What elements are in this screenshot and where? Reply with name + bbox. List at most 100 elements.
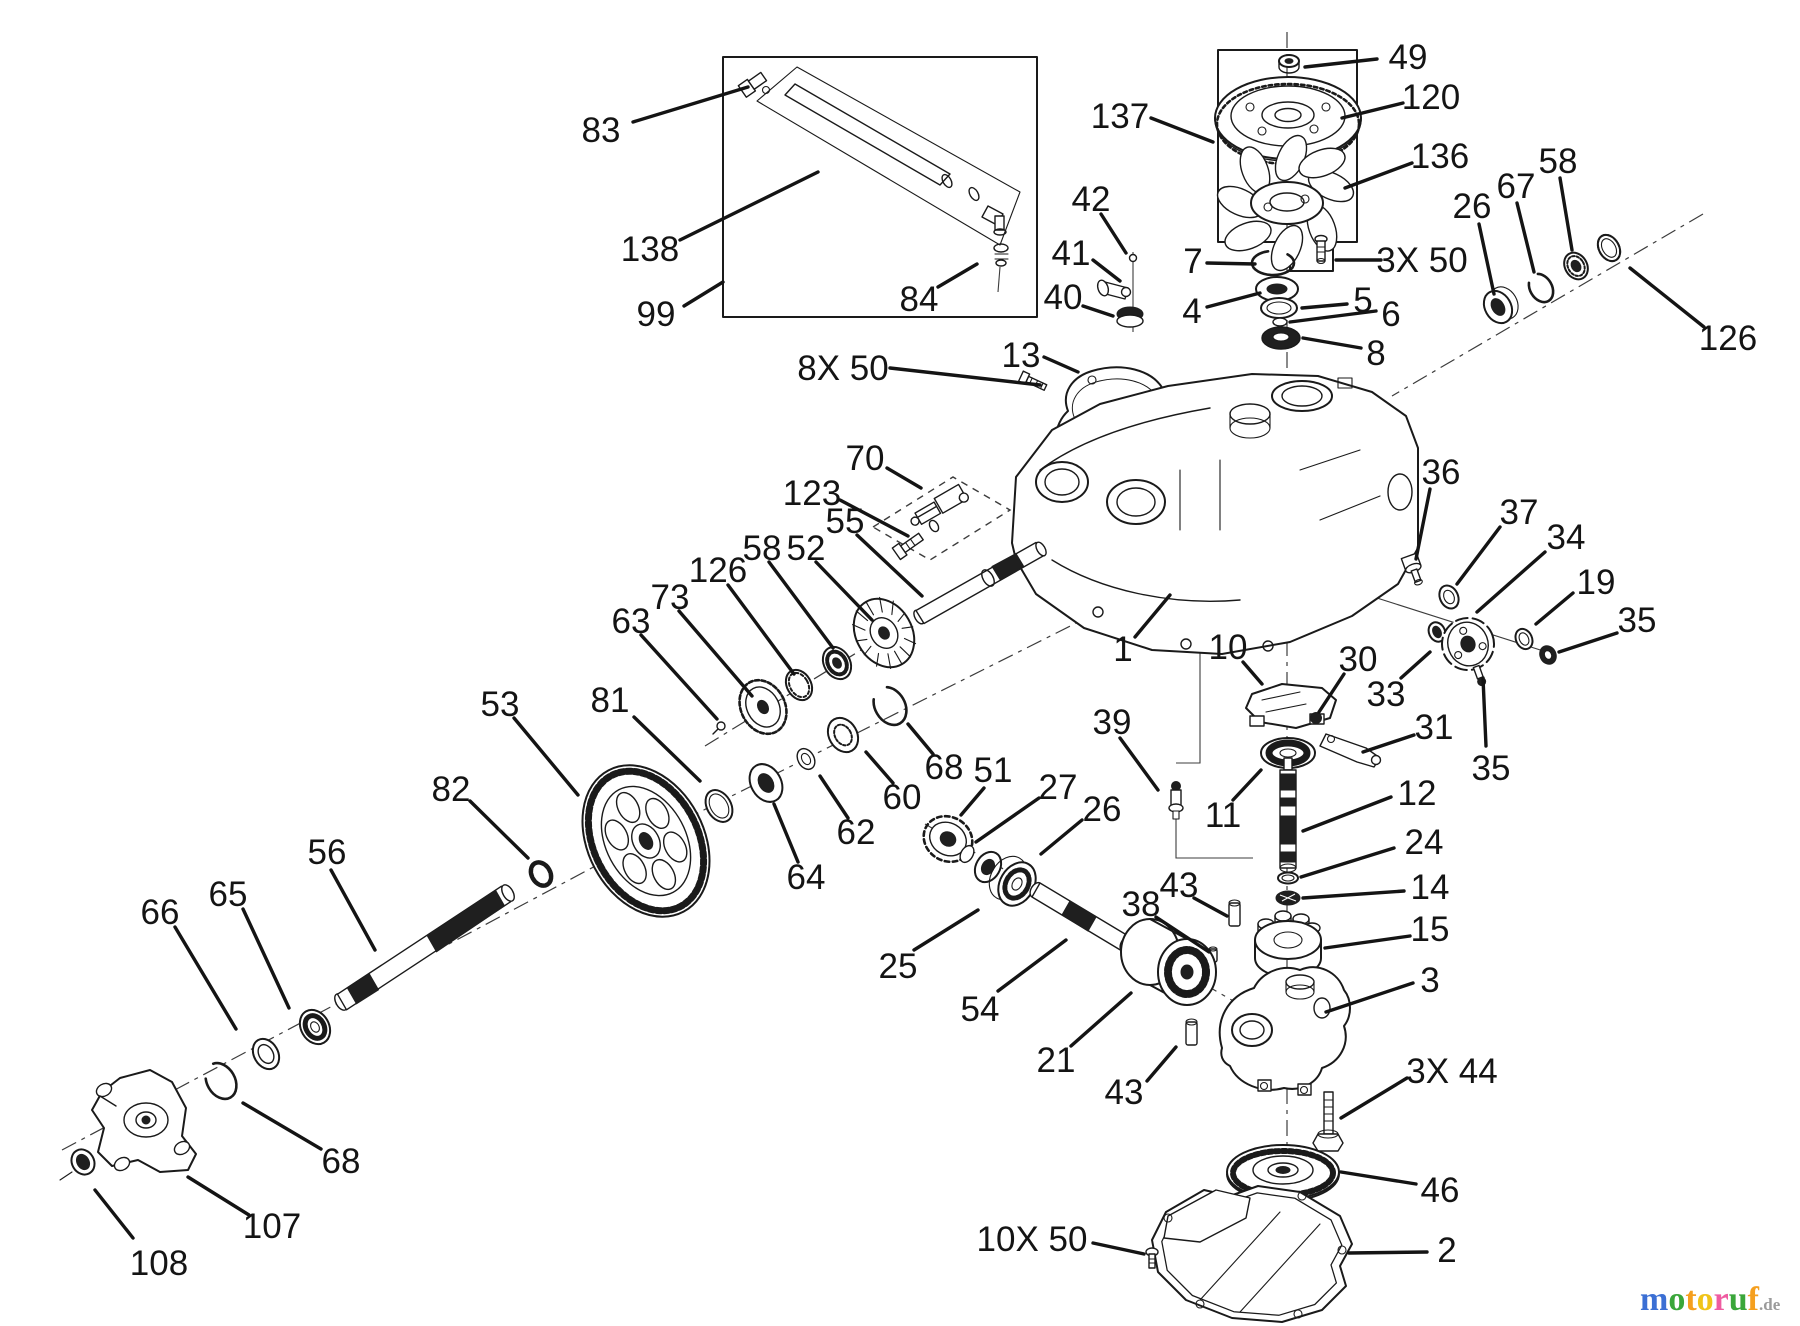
callout-55: 55 (825, 502, 865, 541)
nut-108 (59, 1148, 96, 1181)
callout-52: 52 (786, 529, 826, 568)
callout-73: 73 (650, 578, 690, 617)
leader-36 (1414, 487, 1432, 561)
leader-25 (912, 908, 980, 952)
callout-46: 46 (1420, 1171, 1460, 1210)
leader-56 (329, 868, 377, 952)
callout-60: 60 (882, 778, 922, 817)
watermark-suffix: .de (1759, 1295, 1781, 1314)
pan-2 (1151, 1185, 1353, 1323)
fitting-83 (737, 71, 771, 98)
pin-43-lower (1185, 1018, 1198, 1046)
leader-65 (241, 907, 291, 1010)
callout-13: 13 (1001, 336, 1041, 375)
leader-35 (1557, 631, 1619, 654)
callout-65: 65 (208, 875, 248, 914)
leader-30 (1317, 672, 1346, 714)
leader-12 (1301, 795, 1393, 833)
callout-41: 41 (1051, 234, 1091, 273)
leader-58 (1558, 176, 1574, 252)
bolt-3x44 (1312, 1091, 1344, 1152)
snap-ring-67 (1527, 272, 1555, 304)
leader-42 (1099, 212, 1128, 255)
bearing-26-input (1482, 286, 1519, 325)
leader-68 (241, 1101, 323, 1151)
callout-84: 84 (899, 280, 939, 319)
leader-67 (1515, 201, 1536, 274)
callout-70: 70 (845, 439, 885, 478)
callout-31: 31 (1414, 708, 1454, 747)
washer-6 (1272, 317, 1288, 327)
callout-8X-50: 8X 50 (797, 349, 889, 388)
fitting-39 (1168, 781, 1184, 820)
callout-25: 25 (878, 947, 918, 986)
leader-43 (1145, 1045, 1178, 1083)
callout-53: 53 (480, 685, 520, 724)
callout-108: 108 (129, 1244, 189, 1283)
elbow-84 (981, 205, 1009, 293)
leader-13 (1042, 355, 1080, 374)
leader-66 (173, 925, 238, 1031)
leader-24 (1299, 846, 1396, 879)
washer-65 (251, 1037, 281, 1071)
callout-3X-50: 3X 50 (1376, 241, 1468, 280)
leader-10X-50 (1091, 1241, 1146, 1256)
callout-36: 36 (1421, 453, 1461, 492)
leader-73 (677, 609, 754, 698)
bearing-8 (1261, 326, 1301, 350)
watermark-letter: u (1728, 1281, 1748, 1318)
shaft-55 (913, 541, 1047, 625)
snap-ring-68-mid (872, 685, 908, 727)
screw-10x50 (1145, 1247, 1159, 1269)
center-section-3 (1218, 966, 1351, 1096)
ring-82 (528, 860, 554, 888)
callout-7: 7 (1183, 242, 1203, 281)
callout-10: 10 (1208, 628, 1248, 667)
inset-box-oil-tube (722, 56, 1038, 318)
bearing-66 (298, 1008, 332, 1046)
callout-14: 14 (1410, 868, 1450, 907)
leader-53 (512, 716, 580, 797)
callout-99: 99 (636, 295, 676, 334)
cap-40 (1116, 306, 1144, 328)
leader-19 (1534, 591, 1575, 626)
leader-40 (1081, 304, 1115, 318)
leader-39 (1118, 736, 1160, 792)
watermark-letter: o (1696, 1281, 1714, 1318)
watermark-letter: r (1713, 1281, 1729, 1318)
leader-51 (959, 786, 986, 817)
callout-43: 43 (1159, 866, 1199, 905)
callout-8: 8 (1366, 334, 1386, 373)
leader-31 (1361, 733, 1416, 754)
leader-3 (1324, 981, 1415, 1014)
leader-1 (1133, 593, 1172, 639)
watermark-letter: t (1685, 1281, 1697, 1318)
nut-14 (1275, 890, 1301, 906)
leader-82 (468, 799, 530, 860)
leader-34 (1475, 550, 1547, 614)
leader-107 (186, 1175, 251, 1217)
callout-64: 64 (786, 858, 826, 897)
leader-11 (1231, 768, 1263, 802)
callout-15: 15 (1410, 910, 1450, 949)
callout-33: 33 (1366, 675, 1406, 714)
bearing-58-mid (821, 645, 853, 681)
leader-123 (838, 498, 910, 538)
callout-24: 24 (1404, 823, 1444, 862)
callout-107: 107 (242, 1207, 302, 1246)
washer-37 (1438, 584, 1460, 610)
leader-35 (1481, 676, 1488, 748)
leader-7 (1205, 261, 1257, 266)
leader-27 (974, 796, 1041, 844)
nut-35 (1539, 645, 1557, 665)
leader-52 (814, 560, 874, 622)
callout-54: 54 (960, 990, 1000, 1029)
leader-6 (1288, 309, 1378, 324)
leader-81 (632, 715, 702, 783)
elbow-41 (1096, 279, 1132, 300)
washer-5 (1260, 297, 1298, 319)
leader-120 (1340, 101, 1405, 120)
callout-63: 63 (611, 602, 651, 641)
callout-26: 26 (1082, 790, 1122, 829)
leader-15 (1323, 934, 1412, 950)
